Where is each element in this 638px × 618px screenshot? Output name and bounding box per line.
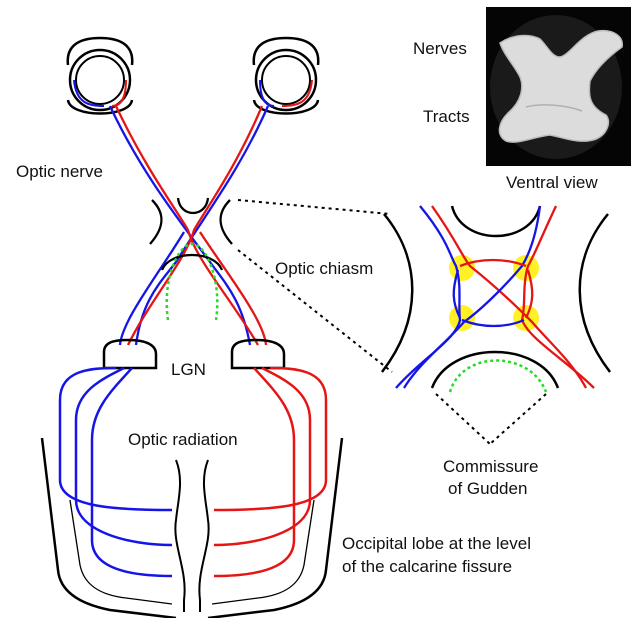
right-tract-red (200, 232, 266, 345)
occipital-label-line1: Occipital lobe at the level (342, 534, 531, 554)
zoom-connector (238, 200, 392, 372)
right-nerve-temporal-red (128, 106, 262, 345)
commissure-label-line2: of Gudden (448, 479, 527, 499)
tracts-label: Tracts (423, 107, 470, 127)
occipital-label-line2: of the calcarine fissure (342, 557, 512, 577)
optic-chiasm-label: Optic chiasm (275, 259, 373, 279)
optic-radiation-right (214, 368, 326, 576)
nerves-label: Nerves (413, 39, 467, 59)
inset-outlines (382, 206, 610, 388)
specimen-image (486, 7, 631, 166)
left-nerve-nasal-blue (110, 106, 250, 345)
commissure-pointer (436, 394, 546, 444)
ventral-view-label: Ventral view (506, 173, 598, 193)
commissure-of-gudden-inset (450, 361, 546, 393)
crossing-fibers (110, 106, 268, 345)
lgn-left (104, 340, 156, 368)
right-eye (254, 38, 318, 114)
specimen-photo (486, 7, 631, 166)
left-nerve-temporal-red (116, 106, 258, 345)
occipital-lobes (42, 438, 342, 618)
right-nerve-nasal-blue (136, 106, 268, 345)
left-eye (68, 38, 132, 114)
optic-nerve-label: Optic nerve (16, 162, 103, 182)
optic-radiation-label: Optic radiation (128, 430, 238, 450)
inset-fibers (396, 206, 594, 388)
chiasm-inset (382, 206, 610, 392)
left-tract-blue (120, 232, 184, 345)
commissure-label-line1: Commissure (443, 457, 538, 477)
lgn-label: LGN (171, 360, 206, 380)
